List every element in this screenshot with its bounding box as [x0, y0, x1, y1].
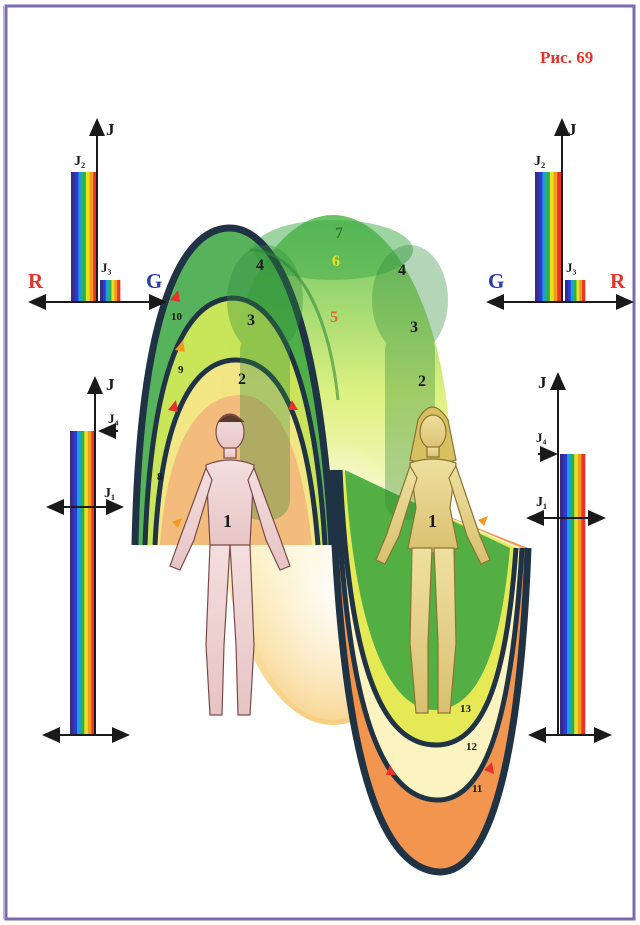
spectrum-tr-main-stripe	[557, 172, 562, 302]
spectrum-tr-small-stripe	[573, 280, 577, 302]
zone-11-label: 11	[472, 783, 482, 795]
spectrum-tl-small-stripe	[108, 280, 112, 302]
spectrum-br-stripe	[563, 454, 568, 735]
spectrum-tl-main-stripe	[71, 172, 76, 302]
j1-label-bl: J₁	[104, 486, 115, 501]
spectrum-br	[560, 454, 586, 735]
spectrum-tr-main-stripe	[553, 172, 558, 302]
spectrum-tl-main-stripe	[78, 172, 83, 302]
spectrum-tl-main-stripe	[74, 172, 79, 302]
spectrum-tr-main-stripe	[549, 172, 554, 302]
spectrum-tl-small	[100, 280, 121, 302]
male-figure	[169, 413, 291, 716]
zone-2-label-left: 2	[238, 371, 246, 388]
zone-9-label: 9	[178, 364, 184, 376]
zone-3-label-left: 3	[247, 312, 255, 329]
spectrum-br-stripe	[574, 454, 579, 735]
figure-title: Рис. 69	[540, 48, 594, 67]
spectrum-tr-small-stripe	[567, 280, 572, 302]
zone-8-label: 8	[157, 471, 163, 483]
zone-4-label-right: 4	[398, 262, 406, 279]
j3-label-tl: J₃	[101, 260, 112, 275]
spectrum-tl-main-stripe	[82, 172, 87, 302]
spectrum-br-stripe	[560, 454, 564, 735]
spectrum-bl-stripe	[91, 431, 96, 735]
j2-label-tr: J₂	[534, 154, 545, 169]
spectrum-tr-small-stripe	[565, 280, 569, 302]
spectrum-tr-small-stripe	[570, 280, 574, 302]
r-label-tr: R	[610, 269, 626, 293]
zone-4-label-left: 4	[256, 257, 264, 274]
spectrum-bl-stripe	[77, 431, 82, 735]
spectrum-tr-main-stripe	[538, 172, 543, 302]
spectrum-br-stripe	[570, 454, 575, 735]
zone-3-label-right: 3	[410, 319, 418, 336]
j1-label-br: J₁	[536, 495, 547, 510]
j-axis-label-tr: J	[568, 120, 577, 139]
g-label-tr: G	[488, 269, 504, 293]
spectrum-tr-main-stripe	[546, 172, 551, 302]
page-border	[4, 4, 636, 921]
spectrum-bl-stripe	[87, 431, 92, 735]
zone-13-label: 13	[460, 703, 472, 715]
spectrum-tr-main	[535, 172, 562, 302]
body-label-male: 1	[223, 511, 232, 531]
zone-5-label: 5	[330, 309, 338, 326]
spectrum-tl-small-stripe	[105, 280, 109, 302]
spectrum-br-stripe	[577, 454, 582, 735]
female-figure	[375, 406, 491, 714]
spectrum-tr-main-stripe	[542, 172, 547, 302]
spectrum-bl	[70, 431, 96, 735]
spectrum-tl-small-stripe	[102, 280, 107, 302]
zone-2-label-right: 2	[418, 373, 426, 390]
j-axis-label-br: J	[538, 373, 547, 392]
j2-label-tl: J₂	[74, 154, 85, 169]
flow-arrows	[168, 290, 494, 775]
spectrum-tr-small-stripe	[579, 280, 583, 302]
graph-axes	[28, 118, 634, 743]
zone-10-label: 10	[171, 311, 183, 323]
j-axis-label-tl: J	[106, 120, 115, 139]
spectrum-br-stripe	[581, 454, 586, 735]
j3-label-tr: J₃	[566, 260, 577, 275]
spectrum-tr-small-stripe	[582, 280, 586, 302]
zone-12-label: 12	[466, 741, 478, 753]
spectrum-tl-main	[71, 172, 98, 302]
spectrum-bl-stripe	[84, 431, 89, 735]
body-label-female: 1	[428, 511, 437, 531]
zone-6-label: 6	[332, 253, 340, 270]
zone-7-label: 7	[335, 225, 343, 242]
spectrum-bl-stripe	[70, 431, 74, 735]
spectrum-graphs	[70, 172, 586, 735]
spectrum-tr-small	[565, 280, 586, 302]
spectrum-tr-main-stripe	[535, 172, 540, 302]
spectrum-bl-stripe	[73, 431, 78, 735]
j4-label-br: J₄	[536, 430, 547, 445]
r-label-tl: R	[28, 269, 44, 293]
spectrum-tl-main-stripe	[85, 172, 90, 302]
spectrum-bl-stripe	[80, 431, 85, 735]
j4-label-bl: J₄	[108, 411, 119, 426]
spectrum-tl-main-stripe	[93, 172, 98, 302]
spectrum-br-stripe	[567, 454, 572, 735]
spectrum-tl-main-stripe	[89, 172, 94, 302]
spectrum-tl-small-stripe	[111, 280, 115, 302]
j-axis-label-bl: J	[106, 375, 115, 394]
spectrum-tl-small-stripe	[117, 280, 121, 302]
spectrum-tr-small-stripe	[576, 280, 580, 302]
g-label-tl: G	[146, 269, 162, 293]
spectrum-tl-small-stripe	[114, 280, 118, 302]
spectrum-tl-small-stripe	[100, 280, 104, 302]
